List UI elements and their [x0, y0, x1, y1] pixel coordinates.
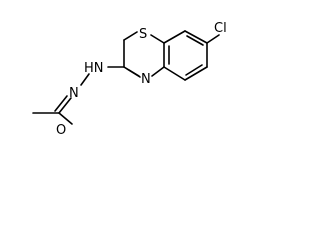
sulfur-label: S	[139, 27, 147, 42]
bond	[58, 112, 73, 125]
hydrazone-n-label: N	[69, 86, 79, 101]
chlorine-label: Cl	[214, 21, 227, 36]
bond	[150, 34, 165, 44]
oxygen-label: O	[56, 123, 66, 138]
bond-to-chlorine	[206, 34, 220, 44]
bond	[184, 66, 208, 81]
bond	[80, 73, 90, 86]
double-bond-inner	[185, 64, 203, 76]
molecule-diagram: S Cl N HN N O	[32, 21, 227, 138]
hydrazone-nh-label: HN	[84, 61, 104, 76]
bond	[163, 30, 186, 44]
bond	[184, 30, 208, 44]
acetylhydrazine-chain	[32, 66, 125, 125]
thiazine-ring	[123, 31, 165, 78]
ring-nitrogen-label: N	[141, 72, 151, 87]
bond	[163, 66, 186, 81]
bond	[151, 66, 165, 77]
bond	[123, 31, 138, 41]
double-bond-inner	[186, 35, 204, 46]
double-bond-inner	[54, 95, 68, 112]
benzene-ring	[163, 30, 208, 81]
double-bond-inner	[128, 69, 140, 77]
bond	[58, 97, 72, 114]
